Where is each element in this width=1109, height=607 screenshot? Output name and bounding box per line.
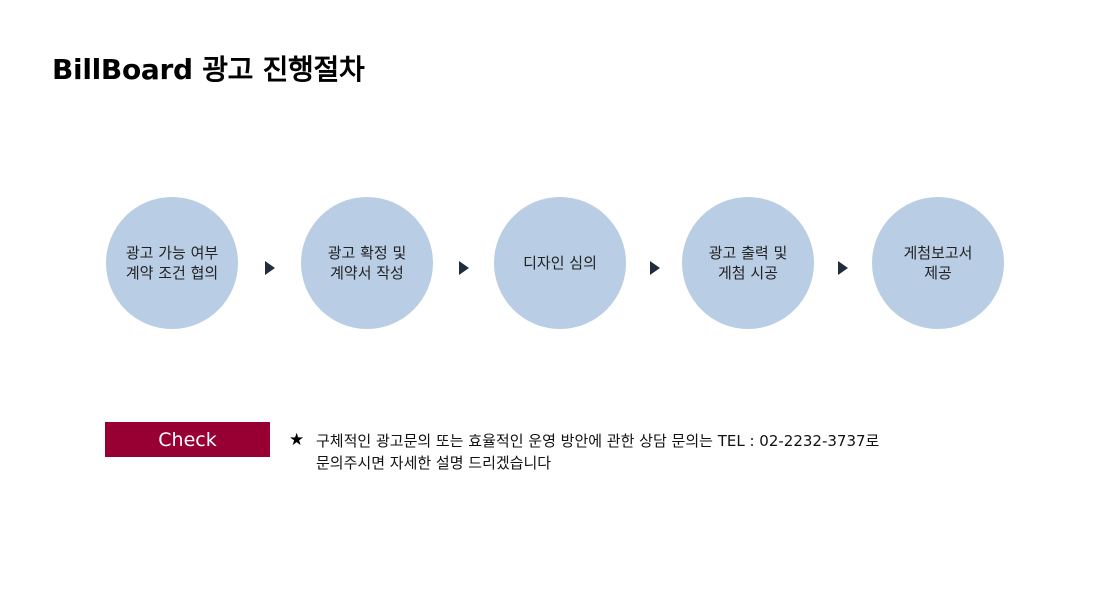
contact-note: 구체적인 광고문의 또는 효율적인 운영 방안에 관한 상담 문의는 TEL :…	[316, 430, 879, 474]
step-4-circle: 광고 출력 및 게첨 시공	[682, 197, 814, 329]
arrow-right-icon	[265, 261, 275, 275]
step-3-label: 디자인 심의	[523, 254, 597, 272]
step-4-label: 광고 출력 및 게첨 시공	[708, 244, 788, 282]
arrow-right-icon	[459, 261, 469, 275]
arrow-right-icon	[838, 261, 848, 275]
star-icon: ★	[289, 430, 305, 450]
step-1-circle: 광고 가능 여부 계약 조건 협의	[106, 197, 238, 329]
step-2-circle: 광고 확정 및 계약서 작성	[301, 197, 433, 329]
page-title: BillBoard 광고 진행절차	[52, 53, 365, 86]
check-badge: Check	[105, 422, 270, 457]
step-5-circle: 게첨보고서 제공	[872, 197, 1004, 329]
arrow-right-icon	[650, 261, 660, 275]
step-2-label: 광고 확정 및 계약서 작성	[327, 244, 407, 282]
step-5-label: 게첨보고서 제공	[903, 244, 973, 282]
contact-note-line-1: 구체적인 광고문의 또는 효율적인 운영 방안에 관한 상담 문의는 TEL :…	[316, 432, 880, 450]
contact-note-line-2: 문의주시면 자세한 설명 드리겠습니다	[316, 454, 552, 472]
step-1-label: 광고 가능 여부 계약 조건 협의	[125, 244, 219, 282]
step-3-circle: 디자인 심의	[494, 197, 626, 329]
